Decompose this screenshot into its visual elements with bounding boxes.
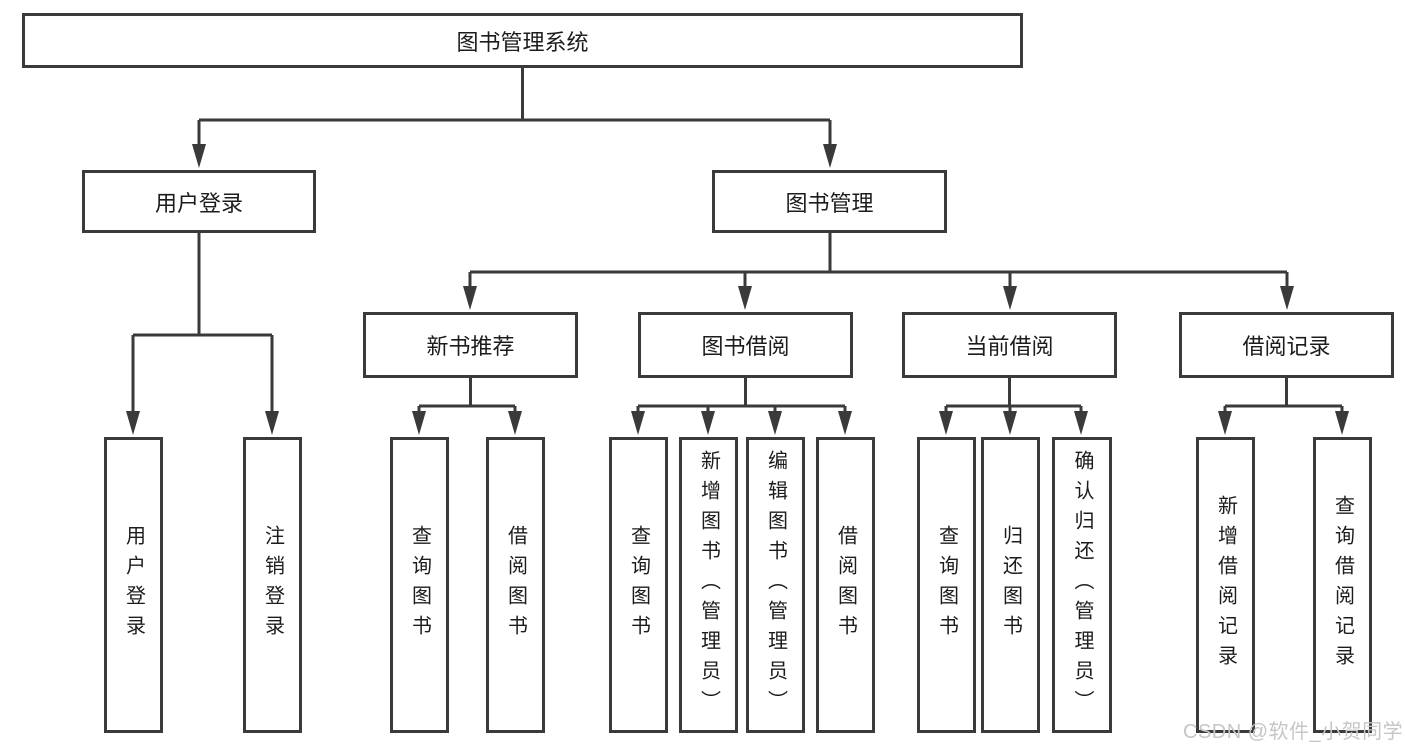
leaf-add-borrow-record: 新增借阅记录	[1196, 437, 1255, 733]
leaf-query-books-recommend: 查询图书	[390, 437, 449, 733]
node-user-login: 用户登录	[82, 170, 316, 233]
leaf-confirm-return-admin: 确认归还（管理员）	[1052, 437, 1112, 733]
node-current-borrow: 当前借阅	[902, 312, 1117, 378]
node-label: 借阅记录	[1242, 334, 1331, 359]
node-system-root: 图书管理系统	[22, 13, 1023, 68]
leaf-borrow-books-recommend: 借阅图书	[486, 437, 545, 733]
leaf-query-borrow-record: 查询借阅记录	[1313, 437, 1372, 733]
node-label: 当前借阅	[965, 334, 1054, 359]
node-label: 图书借阅	[701, 334, 790, 359]
leaf-label: 编辑图书（管理员）	[764, 450, 787, 720]
leaf-label: 借阅图书	[504, 525, 527, 645]
leaf-label: 查询图书	[408, 525, 431, 645]
leaf-borrow-books: 借阅图书	[816, 437, 875, 733]
watermark-text: CSDN @软件_小贺同学	[1183, 721, 1404, 743]
leaf-label: 注销登录	[261, 525, 284, 645]
node-new-book-recommend: 新书推荐	[363, 312, 578, 378]
leaf-return-book: 归还图书	[981, 437, 1040, 733]
leaf-label: 确认归还（管理员）	[1071, 450, 1093, 720]
leaf-label: 查询借阅记录	[1331, 495, 1354, 675]
leaf-label: 新增借阅记录	[1214, 495, 1237, 675]
leaf-label: 归还图书	[999, 525, 1022, 645]
leaf-label: 借阅图书	[834, 525, 857, 645]
leaf-query-books-current: 查询图书	[917, 437, 976, 733]
leaf-user-login: 用户登录	[104, 437, 163, 733]
leaf-edit-book-admin: 编辑图书（管理员）	[746, 437, 805, 733]
leaf-add-book-admin: 新增图书（管理员）	[679, 437, 738, 733]
node-borrow-records: 借阅记录	[1179, 312, 1394, 378]
leaf-logout: 注销登录	[243, 437, 302, 733]
node-label: 用户登录	[154, 190, 243, 216]
leaf-label: 用户登录	[122, 525, 145, 645]
leaf-query-books-borrow: 查询图书	[609, 437, 668, 733]
leaf-label: 查询图书	[935, 525, 958, 645]
node-label: 图书管理系统	[456, 29, 589, 55]
leaf-label: 查询图书	[627, 525, 650, 645]
node-label: 新书推荐	[426, 334, 515, 359]
node-book-management: 图书管理	[712, 170, 947, 233]
node-label: 图书管理	[785, 190, 874, 216]
node-book-borrow: 图书借阅	[638, 312, 853, 378]
leaf-label: 新增图书（管理员）	[697, 450, 720, 720]
